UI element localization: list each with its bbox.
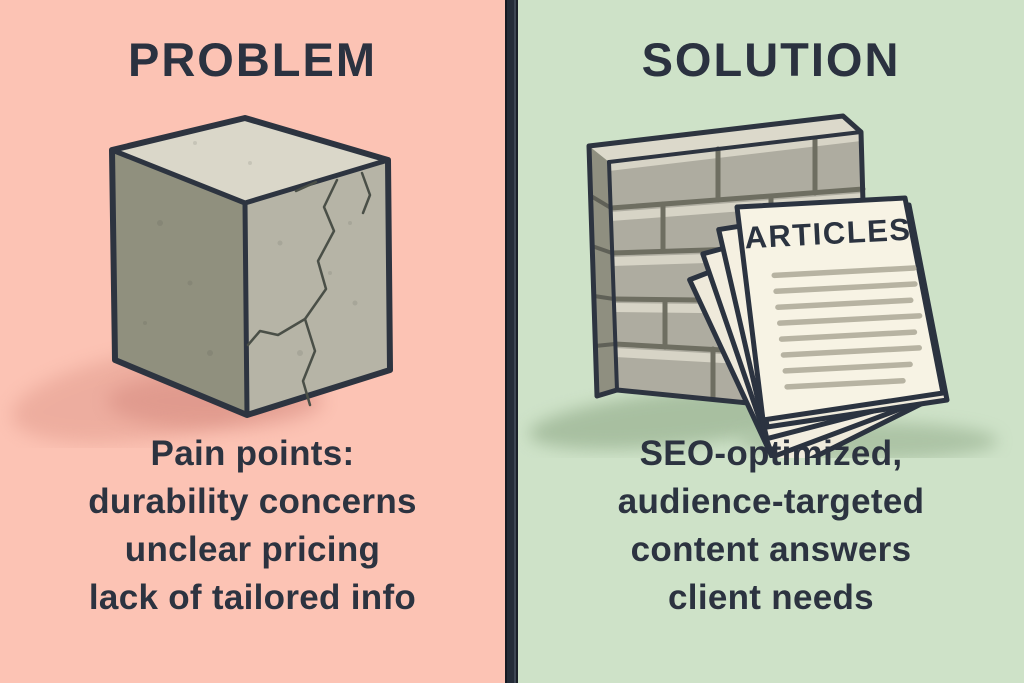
solution-line: client needs xyxy=(668,578,874,617)
solution-line: SEO-optimized, xyxy=(639,434,903,473)
problem-line: lack of tailored info xyxy=(88,578,417,617)
problem-body-text: Pain points: durability concerns unclear… xyxy=(0,430,505,622)
problem-title: PROBLEM xyxy=(128,33,377,86)
problem-line: Pain points: xyxy=(150,434,355,473)
problem-line: durability concerns xyxy=(88,482,417,521)
problem-line: unclear pricing xyxy=(124,530,381,569)
panel-divider xyxy=(505,0,518,683)
articles-stack: ARTICLES xyxy=(687,195,950,458)
solution-panel: SOLUTION xyxy=(518,0,1024,683)
crack-lines xyxy=(246,171,372,407)
problem-panel: PROBLEM xyxy=(0,0,505,683)
solution-line: audience-targeted xyxy=(617,482,925,521)
brick-wall-articles-icon: ARTICLES xyxy=(528,113,998,458)
concrete-speckles xyxy=(143,141,358,356)
wall-side-lines xyxy=(589,194,617,348)
solution-body-text: SEO-optimized, audience-targeted content… xyxy=(518,430,1024,622)
articles-label: ARTICLES xyxy=(744,212,913,256)
cube xyxy=(109,115,393,418)
solution-title: SOLUTION xyxy=(641,33,901,86)
article-text-lines xyxy=(771,265,923,390)
solution-line: content answers xyxy=(630,530,912,569)
cracked-concrete-block-icon xyxy=(11,115,393,443)
